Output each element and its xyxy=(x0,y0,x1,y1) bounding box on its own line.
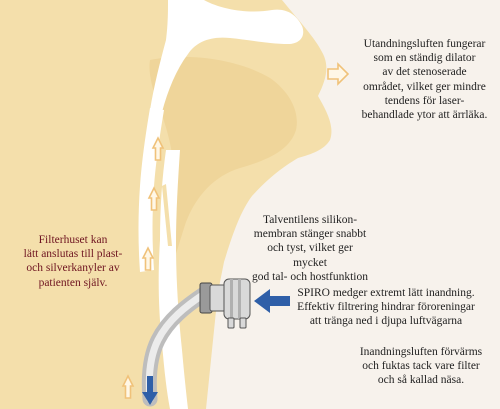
epiglottis xyxy=(162,184,172,246)
exhalation-note: Utandningsluften fungerar som en ständig… xyxy=(361,38,488,122)
solid-left-arrow-icon xyxy=(254,289,290,313)
speaking-valve-filter-icon xyxy=(199,278,251,329)
tongue-region xyxy=(149,56,297,271)
hollow-up-arrow-icon xyxy=(121,136,165,399)
solid-down-arrow-icon xyxy=(142,376,158,405)
hollow-right-arrow-icon xyxy=(327,62,350,86)
upper-airway xyxy=(150,0,304,112)
spiro-note: SPIRO medger extremt lätt inandning. Eff… xyxy=(297,287,475,328)
inhalation-note: Inandningsluften förvärms och fuktas tac… xyxy=(359,346,483,387)
filter-housing-note: Filterhuset kan lätt anslutas till plast… xyxy=(23,234,123,289)
speaking-valve-note: Talventilens silikon- membran stänger sn… xyxy=(252,214,368,283)
